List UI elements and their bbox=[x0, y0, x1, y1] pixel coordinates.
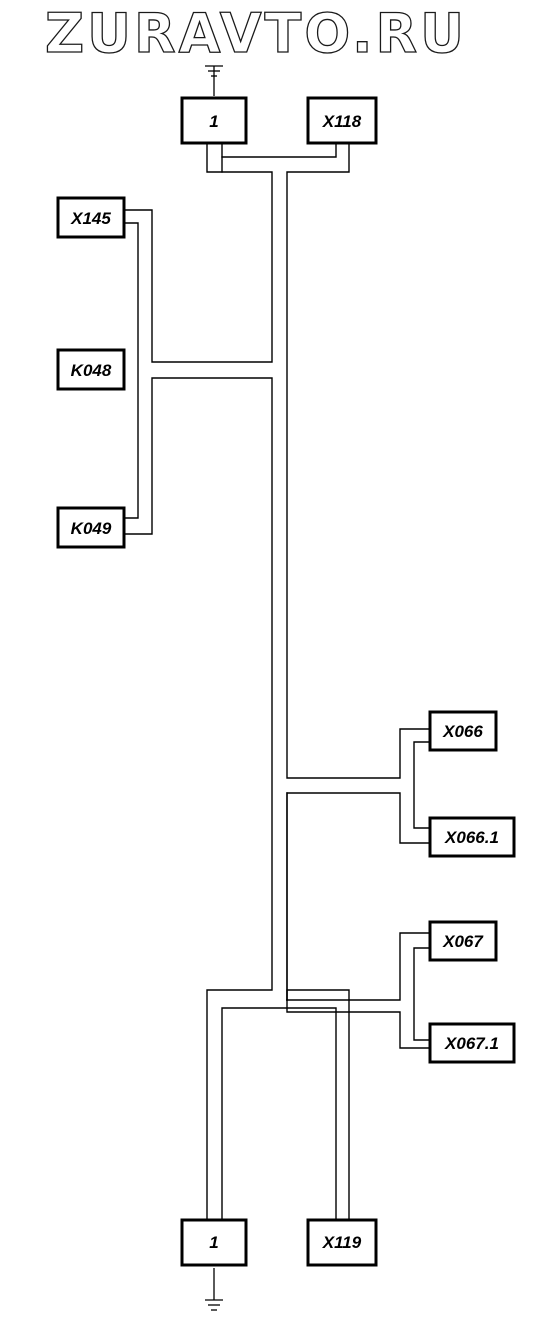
svg-text:X118: X118 bbox=[322, 112, 362, 131]
component-x118: X118 bbox=[306, 96, 378, 145]
component-x119: X119 bbox=[306, 1218, 378, 1267]
svg-text:1: 1 bbox=[209, 1233, 218, 1252]
wire-harness bbox=[123, 142, 431, 1221]
wire-top-left bbox=[123, 142, 273, 363]
wire-x145-k049 bbox=[123, 222, 139, 519]
component-x066-1: X066.1 bbox=[428, 816, 516, 858]
component-1-top: 1 bbox=[180, 96, 248, 145]
svg-text:X067: X067 bbox=[442, 932, 484, 951]
ground-icon bbox=[205, 65, 223, 96]
wire-x067-return bbox=[286, 989, 431, 1221]
watermark-text: ZURAVTO.RU bbox=[45, 2, 467, 65]
wire-k049-bottom bbox=[123, 377, 273, 1221]
svg-text:X066.1: X066.1 bbox=[444, 828, 499, 847]
ground-icon bbox=[205, 1268, 223, 1311]
component-x066: X066 bbox=[428, 710, 498, 752]
svg-text:X067.1: X067.1 bbox=[444, 1034, 499, 1053]
wire-top-right bbox=[286, 142, 431, 779]
wire-x066-return bbox=[286, 792, 431, 1001]
svg-text:K048: K048 bbox=[71, 361, 112, 380]
wire-x066-pair bbox=[413, 741, 431, 829]
component-x145: X145 bbox=[56, 196, 126, 239]
component-1-bottom: 1 bbox=[180, 1218, 248, 1267]
svg-text:X145: X145 bbox=[70, 209, 111, 228]
wire-bottom-bridge bbox=[221, 1007, 337, 1221]
svg-text:X066: X066 bbox=[442, 722, 483, 741]
wire-x067-feed bbox=[286, 792, 431, 1001]
wire-top-bridge bbox=[221, 142, 337, 158]
component-k049: K049 bbox=[56, 506, 126, 549]
wire-x067-pair bbox=[413, 947, 431, 1041]
component-k048: K048 bbox=[56, 348, 126, 391]
svg-text:X119: X119 bbox=[322, 1233, 362, 1252]
component-x067-1: X067.1 bbox=[428, 1022, 516, 1064]
component-x067: X067 bbox=[428, 920, 498, 962]
svg-text:1: 1 bbox=[209, 112, 218, 131]
svg-text:K049: K049 bbox=[71, 519, 112, 538]
